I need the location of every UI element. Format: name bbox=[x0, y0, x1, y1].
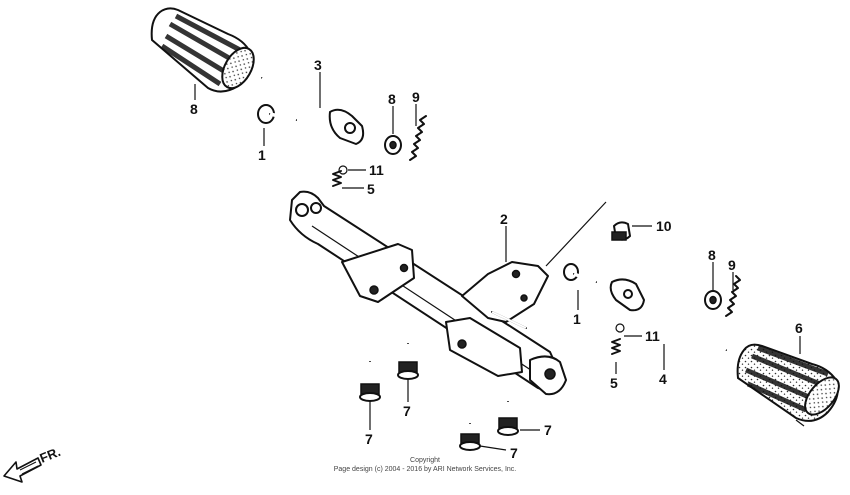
footpeg-pin-lower bbox=[609, 278, 728, 353]
bolt-7-c bbox=[459, 423, 481, 451]
callout-4: 4 bbox=[659, 371, 667, 387]
callout-7-c: 7 bbox=[510, 445, 518, 461]
callout-9-lower: 9 bbox=[728, 257, 736, 273]
bolt-7-a bbox=[359, 361, 381, 402]
spring-small-upper bbox=[332, 170, 342, 187]
callout-2: 2 bbox=[500, 211, 508, 227]
spring-lower bbox=[725, 275, 741, 317]
bolt-7-d bbox=[497, 401, 519, 436]
spring-upper bbox=[409, 115, 427, 161]
callout-11-upper: 11 bbox=[369, 162, 384, 178]
footpeg-rubber-left bbox=[150, 7, 255, 93]
bolt-upper bbox=[257, 104, 297, 124]
callout-5-lower: 5 bbox=[610, 375, 618, 391]
step-bar-assembly bbox=[289, 190, 567, 396]
ring-upper bbox=[338, 165, 348, 175]
callout-1-upper: 1 bbox=[258, 147, 266, 163]
leader-line bbox=[545, 201, 607, 267]
callout-5-upper: 5 bbox=[367, 181, 375, 197]
callout-8-washer-upper: 8 bbox=[388, 91, 396, 107]
callout-leaders bbox=[194, 72, 801, 451]
footpeg-pin-upper bbox=[260, 75, 365, 145]
callout-7-d: 7 bbox=[544, 422, 552, 438]
callout-9-upper: 9 bbox=[412, 89, 420, 105]
front-direction-arrow-icon bbox=[3, 457, 42, 483]
callout-7-b: 7 bbox=[403, 403, 411, 419]
callout-1-lower: 1 bbox=[573, 311, 581, 327]
callout-6: 6 bbox=[795, 320, 803, 336]
spring-small-lower bbox=[611, 338, 621, 355]
callout-3: 3 bbox=[314, 57, 322, 73]
bolt-lower bbox=[563, 263, 597, 284]
callout-10: 10 bbox=[656, 218, 672, 234]
callout-11-lower: 11 bbox=[645, 328, 660, 344]
ring-lower bbox=[615, 323, 625, 333]
nut-10 bbox=[611, 221, 631, 241]
footpeg-rubber-right bbox=[736, 343, 840, 427]
copyright-line-1: Copyright bbox=[410, 457, 440, 464]
bolt-7-b bbox=[397, 343, 419, 380]
washer-lower bbox=[704, 290, 722, 310]
washer-upper bbox=[384, 135, 402, 155]
callout-8-washer-lower: 8 bbox=[708, 247, 716, 263]
copyright-line-2: Page design (c) 2004 - 2016 by ARI Netwo… bbox=[333, 466, 517, 473]
callout-8-upper: 8 bbox=[190, 101, 198, 117]
callout-7-a: 7 bbox=[365, 431, 373, 447]
copyright-notice: Copyright Page design (c) 2004 - 2016 by… bbox=[290, 456, 560, 474]
front-direction-label: FR. bbox=[38, 444, 63, 466]
